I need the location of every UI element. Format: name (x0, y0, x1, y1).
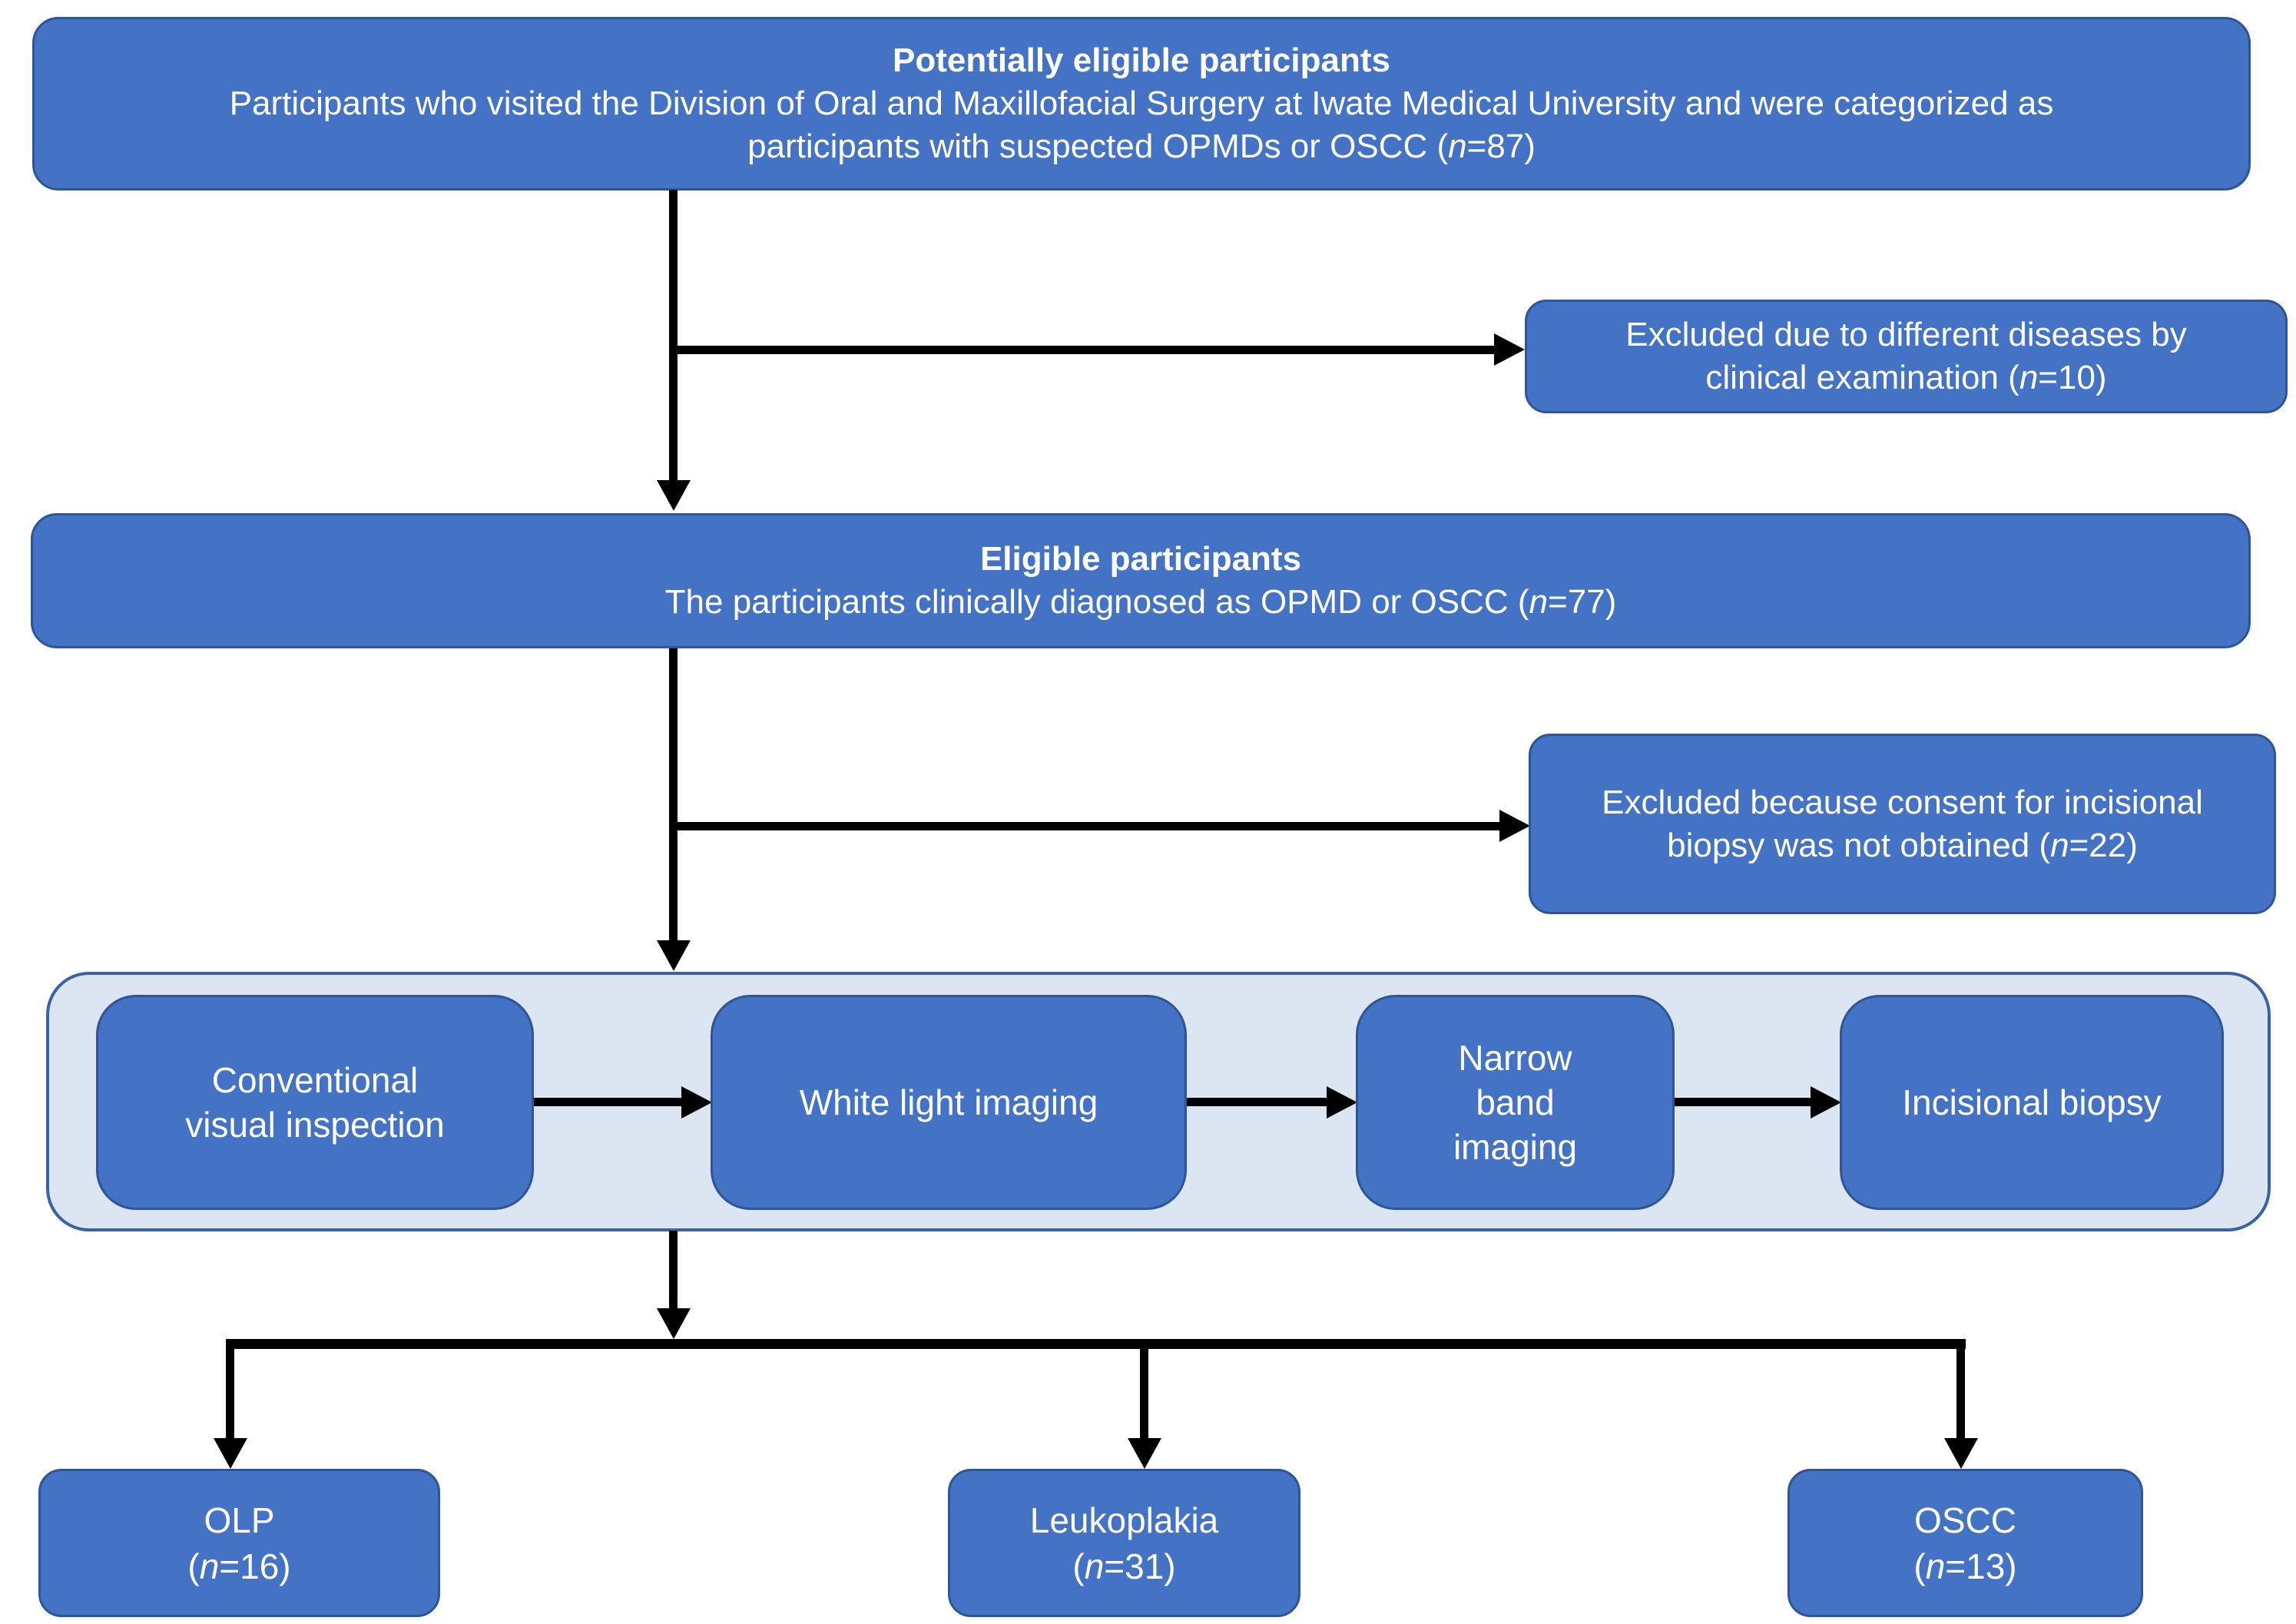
italic-n: n (2019, 359, 2039, 396)
arrowhead-down-to-eligible (657, 480, 691, 511)
paren: ( (1913, 1546, 1926, 1586)
arrowhead-right-step4 (1811, 1086, 1841, 1119)
arrow-line-bar-to-leukoplakia (1140, 1349, 1148, 1438)
step-label-line: White light imaging (799, 1082, 1098, 1122)
excluded-clinical-line2: clinical examination (n=10) (1705, 356, 2106, 399)
eligible-title: Eligible participants (979, 540, 1302, 578)
arrow-line-bar-to-oscc (1956, 1349, 1965, 1438)
outcome-name: OSCC (1914, 1500, 2016, 1540)
outcome-count-line: (n=16) (187, 1543, 290, 1589)
step-label-line: visual inspection (185, 1105, 445, 1145)
eligible-line-text: The participants clinically diagnosed as… (664, 583, 1529, 621)
arrowhead-down-olp (214, 1438, 247, 1469)
excluded-clinical-box: Excluded due to different diseases by cl… (1525, 300, 2288, 413)
arrowhead-right-step3 (1327, 1086, 1357, 1119)
arrow-line-process-to-bar (669, 1231, 678, 1308)
paren: ( (1072, 1546, 1085, 1586)
eligible-line: The participants clinically diagnosed as… (665, 581, 1617, 624)
step-label-line: Narrow (1458, 1038, 1572, 1078)
outcome-name: Leukoplakia (1029, 1500, 1219, 1540)
excluded-clinical-count: =10) (2038, 359, 2107, 396)
outcome-count-line: (n=13) (1913, 1543, 2016, 1589)
potentially-eligible-line2: participants with suspected OPMDs or OSC… (747, 125, 1536, 168)
arrowhead-down-to-bar (657, 1308, 691, 1339)
step-label-line: Incisional biopsy (1902, 1082, 2162, 1122)
outcome-count-line: (n=31) (1072, 1543, 1175, 1589)
outcome-count: =31) (1104, 1546, 1176, 1586)
arrowhead-right-step2 (681, 1086, 712, 1119)
arrow-line-bar-to-olp (226, 1349, 234, 1438)
italic-n: n (1529, 583, 1549, 621)
step-label-line: Conventional (211, 1060, 419, 1100)
arrow-line-step3-to-step4 (1675, 1098, 1811, 1106)
arrow-line-branch-excluded-clinical (674, 346, 1494, 354)
step-incisional-biopsy-box: Incisional biopsy (1840, 995, 2224, 1210)
eligible-box: Eligible participants The participants c… (31, 513, 2251, 648)
excluded-clinical-line2-text: clinical examination ( (1705, 359, 2019, 396)
italic-n: n (199, 1546, 220, 1586)
arrow-line-eligible-to-process (669, 648, 678, 940)
potentially-eligible-count: =87) (1466, 128, 1536, 165)
italic-n: n (1448, 128, 1467, 165)
step-white-light-imaging-box: White light imaging (711, 995, 1187, 1210)
step-label-line: imaging (1453, 1127, 1578, 1167)
arrowhead-right-excluded-consent (1499, 810, 1530, 842)
outcome-leukoplakia-box: Leukoplakia (n=31) (948, 1469, 1300, 1617)
excluded-consent-box: Excluded because consent for incisional … (1529, 734, 2276, 914)
excluded-consent-line1: Excluded because consent for incisional (1602, 783, 2203, 821)
arrow-line-branch-excluded-consent (674, 822, 1499, 830)
eligible-count: =77) (1548, 583, 1617, 621)
excluded-consent-line2-text: biopsy was not obtained ( (1667, 826, 2051, 864)
arrow-line-step1-to-step2 (534, 1098, 681, 1106)
potentially-eligible-line2-text: participants with suspected OPMDs or OSC… (747, 128, 1449, 165)
potentially-eligible-box: Potentially eligible participants Partic… (32, 17, 2251, 191)
potentially-eligible-title: Potentially eligible participants (893, 41, 1390, 79)
outcome-count: =13) (1945, 1546, 2017, 1586)
italic-n: n (2050, 826, 2069, 864)
paren: ( (187, 1546, 200, 1586)
excluded-consent-line2: biopsy was not obtained (n=22) (1667, 824, 2138, 867)
italic-n: n (1925, 1546, 1946, 1586)
potentially-eligible-line1: Participants who visited the Division of… (229, 85, 2054, 122)
arrow-line-step2-to-step3 (1187, 1098, 1327, 1106)
outcome-oscc-box: OSCC (n=13) (1787, 1469, 2143, 1617)
step-narrow-band-imaging-box: Narrow band imaging (1356, 995, 1675, 1210)
arrowhead-right-excluded-clinical (1494, 333, 1525, 366)
arrowhead-down-leukoplakia (1128, 1438, 1161, 1469)
arrowhead-down-oscc (1944, 1438, 1978, 1469)
step-label-line: band (1476, 1082, 1555, 1122)
excluded-consent-count: =22) (2069, 826, 2138, 864)
outcome-name: OLP (204, 1500, 275, 1540)
arrowhead-down-to-process (657, 940, 691, 971)
distribution-bar (226, 1339, 1966, 1349)
excluded-clinical-line1: Excluded due to different diseases by (1625, 316, 2187, 353)
outcome-olp-box: OLP (n=16) (38, 1469, 440, 1617)
italic-n: n (1084, 1546, 1105, 1586)
outcome-count: =16) (219, 1546, 291, 1586)
step-conventional-inspection-box: Conventional visual inspection (96, 995, 534, 1210)
arrow-line-top-to-eligible (669, 190, 678, 482)
